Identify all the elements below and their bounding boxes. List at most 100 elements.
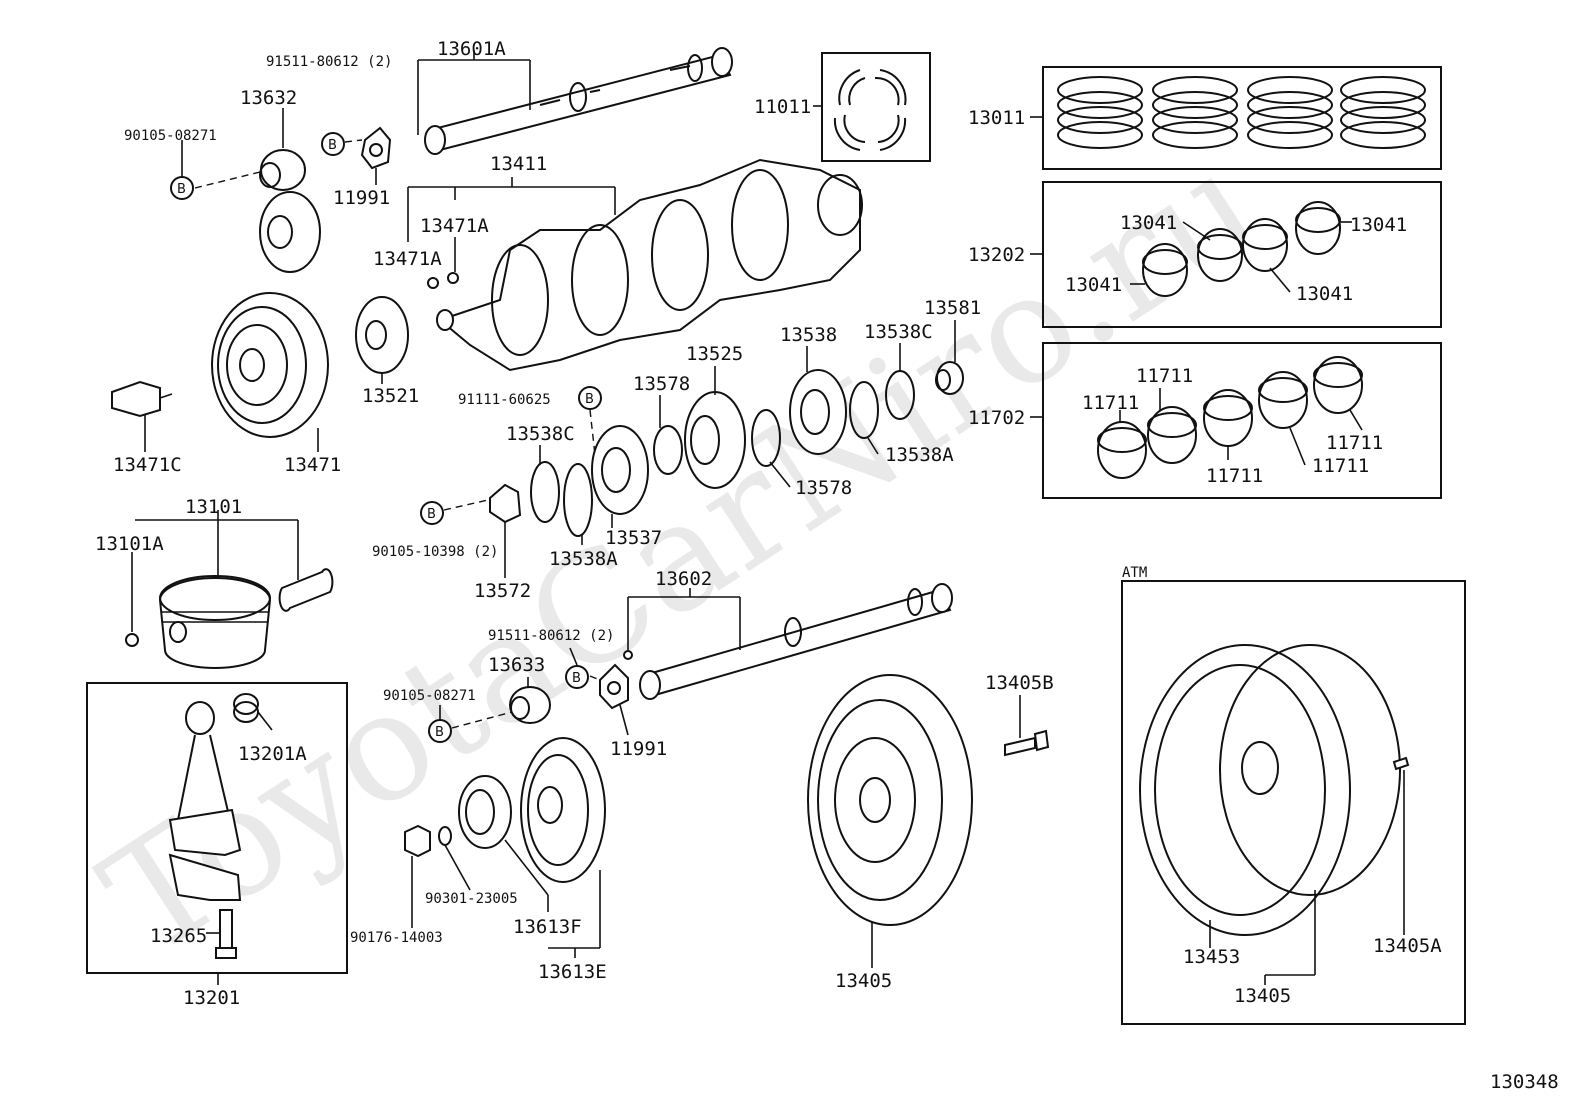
label-90105-bot: 90105-08271 (383, 688, 476, 704)
label-13538A-right: 13538A (885, 444, 954, 466)
snap-ring-13578-bottom[interactable] (751, 409, 781, 467)
label-13538C-mid: 13538C (506, 423, 575, 445)
label-13632: 13632 (240, 87, 297, 109)
thrust-washer-box (821, 52, 931, 162)
label-13041-d: 13041 (1296, 283, 1353, 305)
label-13471A-1: 13471A (420, 215, 489, 237)
piston-pin[interactable] (278, 568, 334, 612)
main-bearing-box (1042, 342, 1442, 499)
gear-13633[interactable] (509, 686, 551, 724)
rod-bolt-13265[interactable] (215, 909, 237, 959)
label-13613E: 13613E (538, 961, 607, 983)
label-91511-bot: 91511-80612 (2) (488, 628, 614, 644)
b-marker-6: B (428, 719, 452, 743)
b-marker-4: B (420, 501, 444, 525)
label-13581: 13581 (924, 297, 981, 319)
label-11702: 11702 (968, 407, 1025, 429)
watermark: ToyotaCarNiro.ru (75, 118, 1289, 990)
label-13041-b: 13041 (1350, 214, 1407, 236)
label-11991-top: 11991 (333, 187, 390, 209)
thrust-washers-11011[interactable] (833, 69, 907, 151)
label-13601A: 13601A (437, 38, 506, 60)
washer-90301[interactable] (438, 826, 452, 846)
snap-ring-13578-top[interactable] (653, 425, 683, 475)
piston-rings-13011[interactable] (1057, 76, 1426, 149)
label-13572: 13572 (474, 580, 531, 602)
b-marker-3: B (578, 386, 602, 410)
piston-13101[interactable] (158, 575, 272, 669)
plug-13581[interactable] (935, 361, 964, 395)
label-11711-b: 11711 (1082, 392, 1139, 414)
label-13538A-mid: 13538A (549, 548, 618, 570)
label-11011: 11011 (754, 96, 811, 118)
seal-13613F[interactable] (458, 775, 512, 849)
label-13578-bot: 13578 (795, 477, 852, 499)
connecting-rod-13201[interactable] (168, 701, 242, 901)
label-11711-d: 11711 (1206, 465, 1263, 487)
svg-text:B: B (177, 182, 186, 197)
camshaft-13601A[interactable] (424, 47, 733, 155)
b-marker-1: B (170, 176, 194, 200)
rod-bearings-13041[interactable] (1142, 201, 1341, 297)
label-13578-top: 13578 (633, 373, 690, 395)
gear-13632[interactable] (259, 149, 306, 191)
label-13471: 13471 (284, 454, 341, 476)
svg-text:B: B (585, 392, 594, 407)
bushing-13201A[interactable] (233, 693, 259, 723)
label-11991-bot: 11991 (610, 738, 667, 760)
label-91111: 91111-60625 (458, 392, 551, 408)
label-91511-top: 91511-80612 (2) (266, 54, 392, 70)
pulley-bolt-13471C[interactable] (111, 380, 173, 418)
label-13405B: 13405B (985, 672, 1054, 694)
timing-gear-13521-upper[interactable] (259, 191, 321, 273)
svg-text:B: B (328, 138, 337, 153)
gear-13537[interactable] (591, 425, 649, 515)
label-13525: 13525 (686, 343, 743, 365)
label-13265: 13265 (150, 925, 207, 947)
plate-13572[interactable] (489, 483, 522, 524)
label-11711-c: 11711 (1326, 432, 1383, 454)
label-13011: 13011 (968, 107, 1025, 129)
label-13201: 13201 (183, 987, 240, 1009)
label-13613F: 13613F (513, 916, 582, 938)
label-13453: 13453 (1183, 946, 1240, 968)
label-90105-mid: 90105-10398 (2) (372, 544, 498, 560)
b-marker-2: B (321, 132, 345, 156)
label-90105-top: 90105-08271 (124, 128, 217, 144)
svg-text:B: B (427, 507, 436, 522)
svg-text:B: B (435, 725, 444, 740)
b-marker-5: B (565, 665, 589, 689)
oil-pump-drive-13525[interactable] (684, 391, 746, 489)
connecting-rod-box (86, 682, 348, 974)
plate-13538[interactable] (789, 369, 847, 455)
bolt-90176[interactable] (404, 824, 431, 858)
washer-11991-bottom[interactable] (599, 663, 629, 710)
crank-pulley-13471[interactable] (211, 292, 329, 438)
label-13471C: 13471C (113, 454, 182, 476)
svg-text:B: B (572, 671, 581, 686)
crankshaft-13411[interactable] (436, 158, 863, 372)
atm-box (1121, 580, 1466, 1025)
label-13041-c: 13041 (1065, 274, 1122, 296)
washer-11991-top[interactable] (360, 126, 392, 170)
label-13537: 13537 (605, 527, 662, 549)
flywheel-13405[interactable] (807, 674, 973, 926)
label-13538: 13538 (780, 324, 837, 346)
snap-ring-13538A-mid[interactable] (563, 463, 593, 537)
main-bearings-11711[interactable] (1097, 356, 1363, 479)
snap-ring-13538C-mid[interactable] (530, 461, 560, 523)
pin-13405A[interactable] (1392, 756, 1410, 771)
label-90301: 90301-23005 (425, 891, 518, 907)
diagram-id: 130348 (1490, 1071, 1559, 1093)
label-13405-atm: 13405 (1234, 985, 1291, 1007)
label-13202: 13202 (968, 244, 1025, 266)
snap-ring-13538C-top[interactable] (885, 370, 915, 420)
bolt-13405B[interactable] (1004, 729, 1050, 757)
crank-gear-13521[interactable] (355, 296, 409, 374)
label-atm: ATM (1122, 565, 1147, 581)
snap-ring-13538A-right[interactable] (849, 381, 879, 439)
drive-plate-13453[interactable] (1139, 644, 1401, 936)
label-13471A-2: 13471A (373, 248, 442, 270)
camshaft-13602[interactable] (639, 583, 953, 700)
timing-gear-13613E[interactable] (520, 737, 606, 883)
